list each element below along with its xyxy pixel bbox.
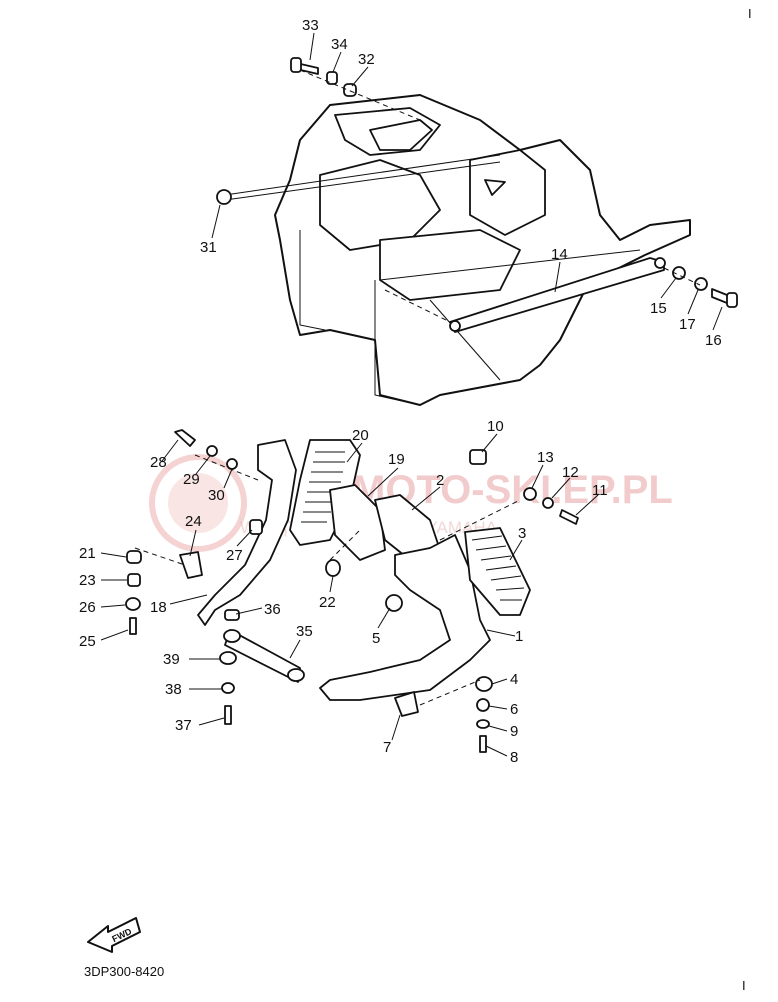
callout-33: 33: [302, 17, 319, 34]
callout-32: 32: [358, 51, 375, 68]
callout-labels: 33 34 32 31 14 15 17 16 10 20 19 13 12 2…: [79, 17, 722, 766]
callout-23: 23: [79, 572, 96, 589]
callout-27: 27: [226, 547, 243, 564]
footrest-assembly: [125, 429, 579, 753]
drawing-code: 3DP300-8420: [84, 964, 164, 979]
callout-18: 18: [150, 599, 167, 616]
callout-30: 30: [208, 487, 225, 504]
callout-31: 31: [200, 239, 217, 256]
callout-26: 26: [79, 599, 96, 616]
callout-17: 17: [679, 316, 696, 333]
callout-29: 29: [183, 471, 200, 488]
callout-5: 5: [372, 630, 380, 647]
callout-38: 38: [165, 681, 182, 698]
callout-25: 25: [79, 633, 96, 650]
callout-8: 8: [510, 749, 518, 766]
leader-lines: [100, 32, 723, 757]
callout-6: 6: [510, 701, 518, 718]
callout-12: 12: [562, 464, 579, 481]
callout-7: 7: [383, 739, 391, 756]
callout-15: 15: [650, 300, 667, 317]
callout-35: 35: [296, 623, 313, 640]
callout-39: 39: [163, 651, 180, 668]
callout-37: 37: [175, 717, 192, 734]
fwd-arrow-icon: FWD: [87, 917, 141, 953]
callout-16: 16: [705, 332, 722, 349]
callout-3: 3: [518, 525, 526, 542]
callout-4: 4: [510, 671, 518, 688]
callout-21: 21: [79, 545, 96, 562]
callout-1: 1: [515, 628, 523, 645]
callout-36: 36: [264, 601, 281, 618]
corner-mark-top: I: [748, 6, 752, 21]
callout-13: 13: [537, 449, 554, 466]
callout-11: 11: [592, 482, 608, 499]
corner-mark-bottom: I: [742, 978, 746, 993]
callout-10: 10: [487, 418, 504, 435]
callout-2: 2: [436, 472, 444, 489]
callout-14: 14: [551, 246, 568, 263]
frame-assembly: [216, 57, 738, 406]
callout-9: 9: [510, 723, 518, 740]
callout-34: 34: [331, 36, 348, 53]
callout-24: 24: [185, 513, 202, 530]
callout-28: 28: [150, 454, 167, 471]
callout-19: 19: [388, 451, 405, 468]
callout-22: 22: [319, 594, 336, 611]
callout-20: 20: [352, 427, 369, 444]
